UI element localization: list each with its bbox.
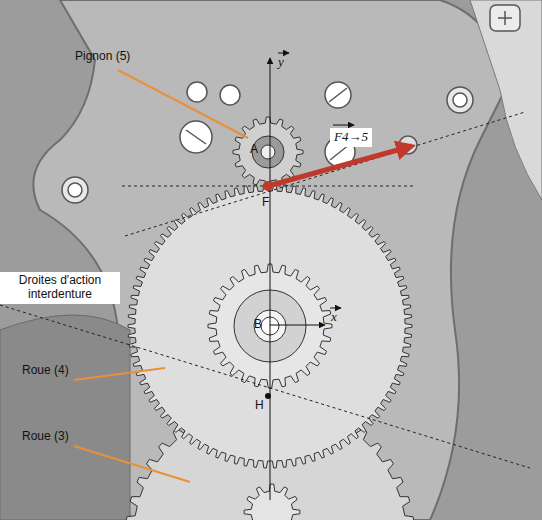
leader-line [74, 368, 165, 380]
axis-name: x [331, 310, 337, 325]
point-name: B [254, 318, 262, 332]
pinion [244, 484, 300, 520]
vector-sign [333, 125, 354, 126]
vector-sign [330, 308, 341, 309]
axis-name: y [278, 55, 284, 70]
action-line [0, 305, 530, 468]
force-arrow [268, 146, 412, 186]
point-name: F [262, 196, 269, 210]
action-line [125, 112, 525, 236]
part-name: Roue (4) [22, 364, 69, 378]
vector-sign [278, 53, 289, 54]
force-name: F4→5 [330, 128, 372, 147]
point-name: A [250, 143, 258, 157]
y-axis [270, 58, 271, 500]
leader-line [118, 70, 248, 138]
note: Droites d'action interdenture [0, 272, 120, 304]
case-part [0, 315, 130, 520]
x-axis [270, 325, 325, 326]
pinion-axle [261, 145, 275, 159]
contact-point [265, 393, 271, 399]
contact-point [263, 181, 273, 191]
part-name: Roue (3) [22, 430, 69, 444]
part-name: Pignon (5) [75, 50, 130, 64]
housing-edge [470, 0, 542, 200]
leader-line [74, 446, 190, 482]
point-name: H [255, 399, 264, 413]
pinion-5 [233, 117, 303, 187]
